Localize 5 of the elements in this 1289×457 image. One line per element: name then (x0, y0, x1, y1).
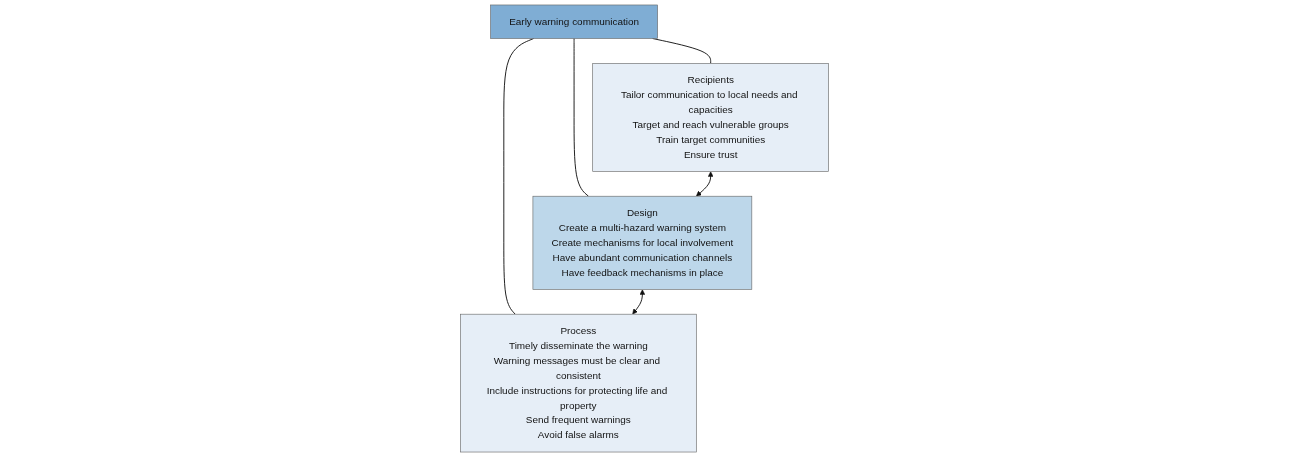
node-box: Early warning communication (490, 4, 658, 39)
connector (573, 38, 589, 197)
node-box: Process Timely disseminate the warning Warning messages must be clear and consistent Include instructions for protecting life and property Send frequent warnings Avoid false alarms (460, 313, 697, 453)
node-box: Design Create a multi-hazard warning system Create mechanisms for local involvement Have abundant communication channels Have feedback mechanisms in place (532, 195, 753, 290)
node-box: Recipients Tailor communication to local needs and capacities Target and reach vulnerable groups Train target communities Ensure trust (592, 63, 829, 172)
